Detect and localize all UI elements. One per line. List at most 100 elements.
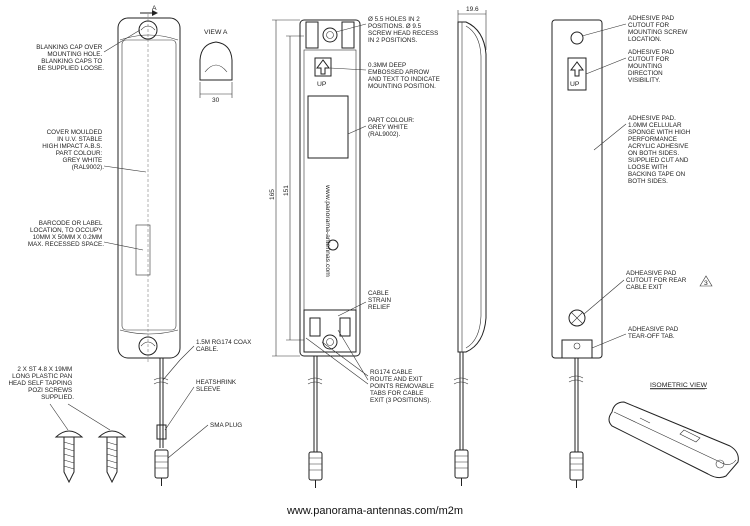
note-pad-screw: ADHESIVE PAD CUTOUT FOR MOUNTING SCREW L… — [628, 15, 689, 43]
note-embossed: 0.3mm DEEP EMBOSSED ARROW AND TEXT TO IN… — [368, 62, 442, 90]
view-a-outline — [199, 41, 233, 81]
mounting-hole-bottom — [322, 334, 338, 350]
leader-pad-sponge — [593, 123, 627, 151]
note-pad-direction: ADHESIVE PAD CUTOUT FOR MOUNTING DIRECTI… — [628, 49, 676, 84]
leader-strain-relief — [337, 301, 367, 317]
front-sma-knurl — [155, 455, 168, 469]
note-pad-tearoff: ADHEASIVE PAD TEAR-OFF TAB. — [628, 326, 680, 340]
cover-inner-outline — [121, 39, 177, 331]
note-coax: 1.5m RG174 COAX CABLE. — [196, 339, 253, 353]
removable-exit-tabs — [309, 317, 351, 337]
cover-bottom-edge — [119, 329, 179, 335]
pad-direction-arrow — [570, 61, 584, 77]
embossed-url-text: www.panorama-antennas.com — [324, 184, 331, 277]
screw-right-thread — [106, 441, 118, 470]
cable-exit-area — [303, 309, 357, 353]
width-dim-label: 30 — [212, 97, 220, 104]
adhesive-pad-view: UP — [551, 19, 603, 488]
side-sma-plug — [454, 449, 469, 479]
leader-pad-rear — [583, 279, 625, 315]
leader-holes — [335, 23, 367, 33]
leader-pad-direction — [585, 57, 627, 75]
note-heatshrink: HEATSHRINK SLEEVE — [196, 379, 238, 393]
isometric-top-edge — [613, 411, 737, 465]
screw-left-head — [54, 430, 84, 438]
note-screws: 2 x ST 4.8 X 19mm LONG PLASTIC PAN HEAD … — [8, 366, 74, 401]
base-top-lugs — [305, 21, 355, 49]
barcode-recess — [135, 224, 151, 276]
pad-tearoff-hole — [573, 342, 581, 350]
screw-right-shank — [106, 437, 118, 484]
pcb-recess — [307, 95, 349, 159]
note-barcode: BARCODE OR LABEL LOCATION, TO OCCUPY 10m… — [28, 220, 104, 248]
pad-rear-exit-cross — [570, 311, 584, 325]
screw-right-head — [97, 430, 127, 438]
isometric-body — [608, 401, 739, 479]
depth-dim-label: 19.6 — [466, 6, 479, 13]
note-blanking-cap: BLANKING CAP OVER MOUNTING HOLE. BLANKIN… — [36, 44, 104, 72]
leader-screw-left — [49, 403, 69, 431]
mounting-hole-top-inner — [326, 31, 334, 39]
leader-barcode — [103, 241, 144, 251]
mounting-hole-bottom-inner — [326, 338, 334, 346]
isometric-view: ISOMETRIC VIEW — [608, 382, 739, 479]
front-view: A — [117, 5, 181, 486]
screw-right — [97, 430, 127, 484]
side-view: 19.6 — [453, 6, 487, 486]
note-sma: SMA PLUG — [210, 422, 242, 429]
length-165-label: 165 — [269, 189, 276, 200]
leader-pad-screw — [581, 23, 627, 37]
side-profile — [457, 21, 487, 353]
screw-left-shank — [63, 437, 75, 484]
pad-direction-text: UP — [570, 81, 580, 88]
front-annotations: BLANKING CAP OVER MOUNTING HOLE. BLANKIN… — [28, 29, 253, 459]
leader-coax — [162, 345, 195, 381]
embossed-arrow — [316, 59, 330, 75]
rear-exit-symbol: 3 — [704, 280, 708, 287]
footer-url[interactable]: www.panorama-antennas.com/m2m — [286, 505, 464, 517]
leader-embossed — [329, 67, 367, 71]
leader-pad-tearoff — [591, 333, 627, 349]
note-part-colour: PART COLOUR: GREY WHITE (RAL9002). — [368, 117, 416, 138]
embossed-arrow-box — [314, 57, 332, 77]
leader-route — [305, 329, 369, 385]
rear-sma-knurl — [309, 457, 322, 471]
isometric-detail — [639, 417, 651, 424]
pad-rear-exit-cutout — [568, 309, 586, 327]
pad-screw-cutout — [570, 31, 584, 45]
note-route: RG174 CABLE ROUTE AND EXIT POINTS REMOVA… — [370, 369, 436, 404]
front-heatshrink-sleeve — [156, 424, 167, 440]
note-strain-relief: CABLE STRAIN RELIEF — [368, 290, 393, 311]
note-pad-sponge: ADHESIVE PAD. 1.0mm CELLULAR SPONGE WITH… — [628, 115, 692, 185]
cover-top-edge — [119, 34, 179, 41]
rear-cable-break — [307, 377, 323, 385]
pad-cable-break — [568, 375, 584, 383]
pad-sma-plug — [569, 451, 584, 481]
side-sma-knurl — [455, 455, 468, 469]
note-pad-rear: ADHEASIVE PAD CUTOUT FOR REAR CABLE EXIT — [626, 270, 688, 291]
note-cover: COVER MOULDED IN U.V. STABLE HIGH IMPACT… — [42, 129, 104, 171]
leader-screw-right — [67, 403, 111, 431]
pad-sma-knurl — [570, 457, 583, 471]
front-sma-plug — [154, 449, 169, 479]
rear-annotations: Ø 5.5 HOLES IN 2 POSITIONS. Ø 9.5 SCREW … — [305, 16, 442, 404]
view-a: VIEW A 30 — [199, 29, 233, 104]
screws: 2 x ST 4.8 X 19mm LONG PLASTIC PAN HEAD … — [8, 366, 127, 484]
isometric-view-title: ISOMETRIC VIEW — [650, 382, 708, 389]
front-cable-break — [153, 377, 169, 385]
isometric-arrow-recess — [679, 429, 701, 443]
leader-heatshrink — [164, 386, 195, 431]
side-cable-break — [453, 377, 469, 385]
cover-outline — [117, 17, 181, 359]
rear-sma-plug — [308, 451, 323, 481]
leader-part-colour — [347, 125, 367, 135]
pad-tearoff-tab — [561, 339, 593, 359]
pad-annotations: ADHESIVE PAD CUTOUT FOR MOUNTING SCREW L… — [581, 15, 713, 349]
rear-exit-warning-triangle — [699, 275, 713, 287]
leader-cover — [103, 165, 147, 173]
note-holes: Ø 5.5 HOLES IN 2 POSITIONS. Ø 9.5 SCREW … — [368, 16, 440, 44]
mounting-hole-top — [322, 27, 338, 43]
length-151-label: 151 — [283, 185, 290, 196]
